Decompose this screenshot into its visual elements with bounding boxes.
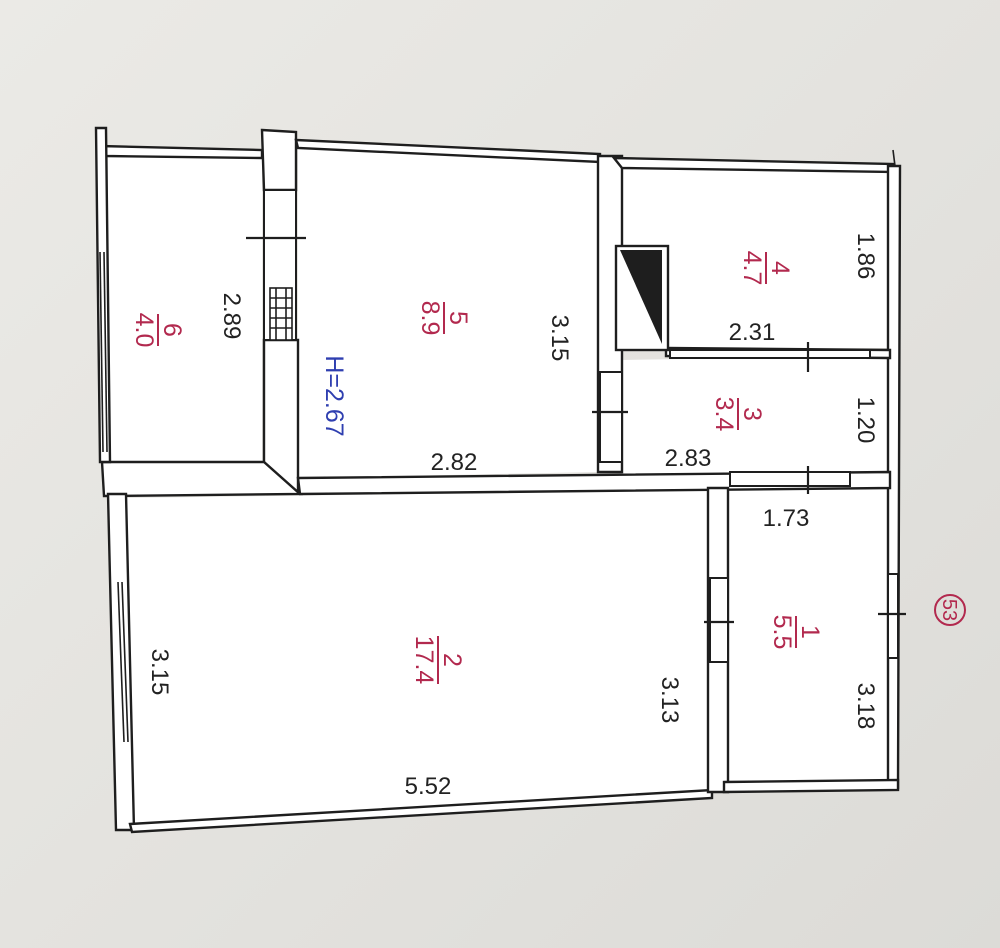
room-2-label: 2 17.4 [410, 636, 466, 685]
wall-top-room6 [97, 144, 264, 160]
room-6-floor [108, 152, 262, 462]
room-1-area: 5.5 [768, 615, 796, 650]
room-1-label: 1 5.5 [768, 615, 824, 650]
room-5-number: 5 [444, 311, 472, 325]
room-2-area: 17.4 [410, 636, 438, 685]
room-4-label: 4 4.7 [738, 251, 794, 286]
dim-room2-right-length: 3.13 [656, 677, 683, 724]
ceiling-height-label: H=2.67 [320, 355, 348, 436]
door-marks [246, 236, 906, 624]
wall-room6-room2 [100, 460, 304, 498]
dim-room5-length: 3.15 [546, 315, 573, 362]
door-room2 [709, 577, 729, 663]
room-1-floor [728, 486, 890, 786]
room-5-area: 8.9 [416, 301, 444, 336]
room-3-floor [622, 356, 890, 474]
dim-room3-width: 2.83 [665, 445, 712, 472]
room-fills [108, 146, 890, 828]
door-room5 [599, 371, 623, 463]
room-4-floor [622, 164, 890, 350]
wall-pier-top [260, 128, 298, 192]
room-2-floor [126, 490, 716, 828]
dim-room3-length: 1.20 [852, 397, 879, 444]
dimension-labels: 2.89 3.15 2.82 2.31 2.83 1.86 1.20 1.73 … [146, 233, 879, 800]
apartment-number: 53 [938, 599, 960, 621]
dim-room2-width: 5.52 [405, 773, 452, 800]
dim-room2-left-length: 3.15 [146, 649, 173, 696]
room-5-floor [298, 146, 598, 478]
dim-room1-length: 3.18 [852, 683, 879, 730]
door-room4 [669, 349, 871, 359]
room-3-area: 3.4 [710, 397, 738, 432]
dim-room6-length: 2.89 [218, 293, 245, 340]
apartment-number-badge: 53 [934, 594, 966, 626]
windows [99, 149, 896, 743]
room-3-label: 3 3.4 [710, 397, 766, 432]
dim-room4-length: 1.86 [852, 233, 879, 280]
room-4-area: 4.7 [738, 251, 766, 286]
room-5-label: 5 8.9 [416, 301, 472, 336]
wall-bottom-room2 [128, 788, 714, 834]
balcony-door [269, 287, 293, 341]
room-6-label: 6 4.0 [130, 313, 186, 348]
room-4-number: 4 [766, 261, 794, 275]
room-2-number: 2 [438, 653, 466, 667]
door-openings [263, 189, 899, 663]
room-6-number: 6 [158, 323, 186, 337]
dim-room1-width: 1.73 [763, 505, 810, 532]
door-entrance [887, 573, 899, 659]
dim-room5-width: 2.82 [431, 449, 478, 476]
dim-room4-width: 2.31 [729, 319, 776, 346]
room-6-area: 4.0 [130, 313, 158, 348]
room-3-number: 3 [738, 407, 766, 421]
door-room3 [729, 471, 851, 487]
room-1-number: 1 [796, 625, 824, 639]
wall-bottom-room1 [722, 778, 900, 794]
vent-shaft [614, 244, 670, 352]
